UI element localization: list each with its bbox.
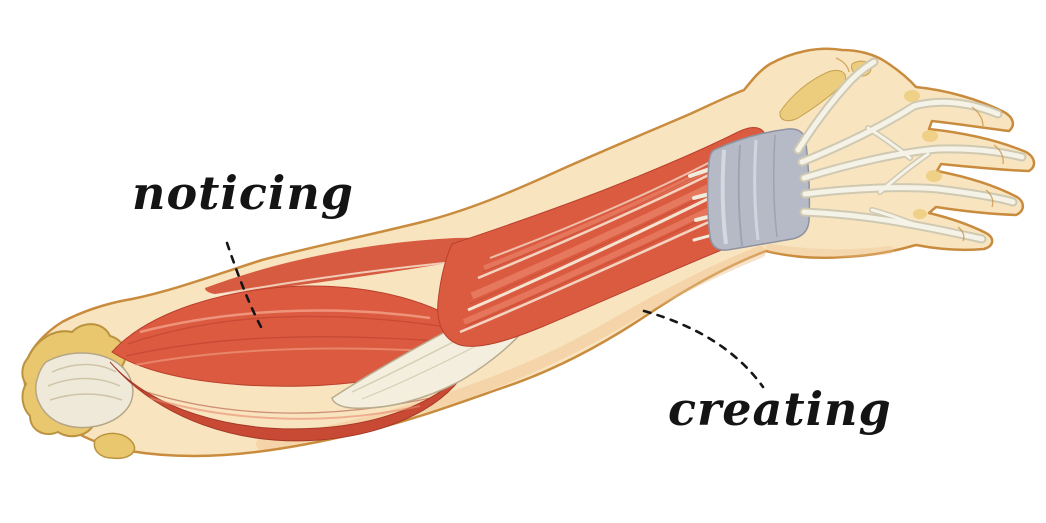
elbow-tendon-wrap [35, 352, 134, 429]
label-creating: creating [668, 382, 892, 436]
label-noticing: noticing [132, 166, 354, 220]
leader-line-noticing [225, 241, 263, 329]
leader-line-creating [642, 309, 765, 389]
wrist-band [706, 128, 811, 251]
finger-creases [835, 57, 1004, 242]
